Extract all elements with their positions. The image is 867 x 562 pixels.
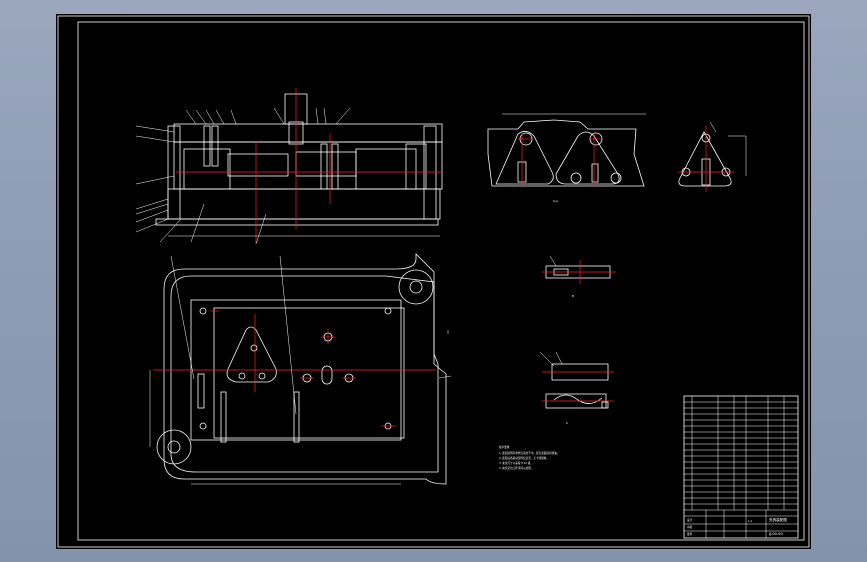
notes-line-4: 4. 夹具定位元件须淬火处理。 bbox=[499, 466, 533, 470]
section-caption-b: B bbox=[572, 294, 574, 298]
plan-view bbox=[149, 253, 452, 485]
technical-notes: 技术要求 1. 装配前所有零件应清洗干净，配合表面涂润滑油。 2. 装配后各运动… bbox=[499, 445, 559, 470]
front-section-view bbox=[135, 88, 443, 245]
notes-heading: 技术要求 bbox=[499, 445, 510, 449]
notes-line-1: 1. 装配前所有零件应清洗干净，配合表面涂润滑油。 bbox=[499, 451, 559, 455]
parts-list-grid bbox=[684, 396, 798, 511]
notes-line-3: 3. 未注尺寸公差按 IT12 级。 bbox=[499, 461, 533, 465]
section-view-b: B bbox=[542, 255, 616, 298]
designer-label: 设计 bbox=[687, 518, 693, 522]
section-view-c: C bbox=[539, 351, 614, 425]
outer-border bbox=[57, 15, 810, 548]
drawing-sheet[interactable]: A-A B bbox=[56, 14, 811, 549]
approver-label: 批准 bbox=[687, 532, 693, 536]
view-caption-a: A-A bbox=[553, 199, 559, 203]
drawing-number: JJ-00-00 bbox=[768, 532, 783, 536]
drawing-scale: 1:1 bbox=[748, 519, 753, 523]
title-block: 夹具装配图 JJ-00-00 1:1 设计 审核 批准 bbox=[683, 395, 799, 539]
engineering-drawing: A-A B bbox=[57, 15, 810, 548]
notes-line-2: 2. 装配后各运动部件应灵活，无卡滞现象。 bbox=[499, 456, 549, 460]
section-caption-c: C bbox=[566, 421, 568, 425]
drawing-title: 夹具装配图 bbox=[769, 517, 787, 522]
inner-border bbox=[77, 21, 805, 541]
checker-label: 审核 bbox=[687, 525, 693, 529]
detail-view-triangle-locator bbox=[678, 121, 747, 192]
detail-view-locating-plate: A-A bbox=[487, 113, 646, 203]
